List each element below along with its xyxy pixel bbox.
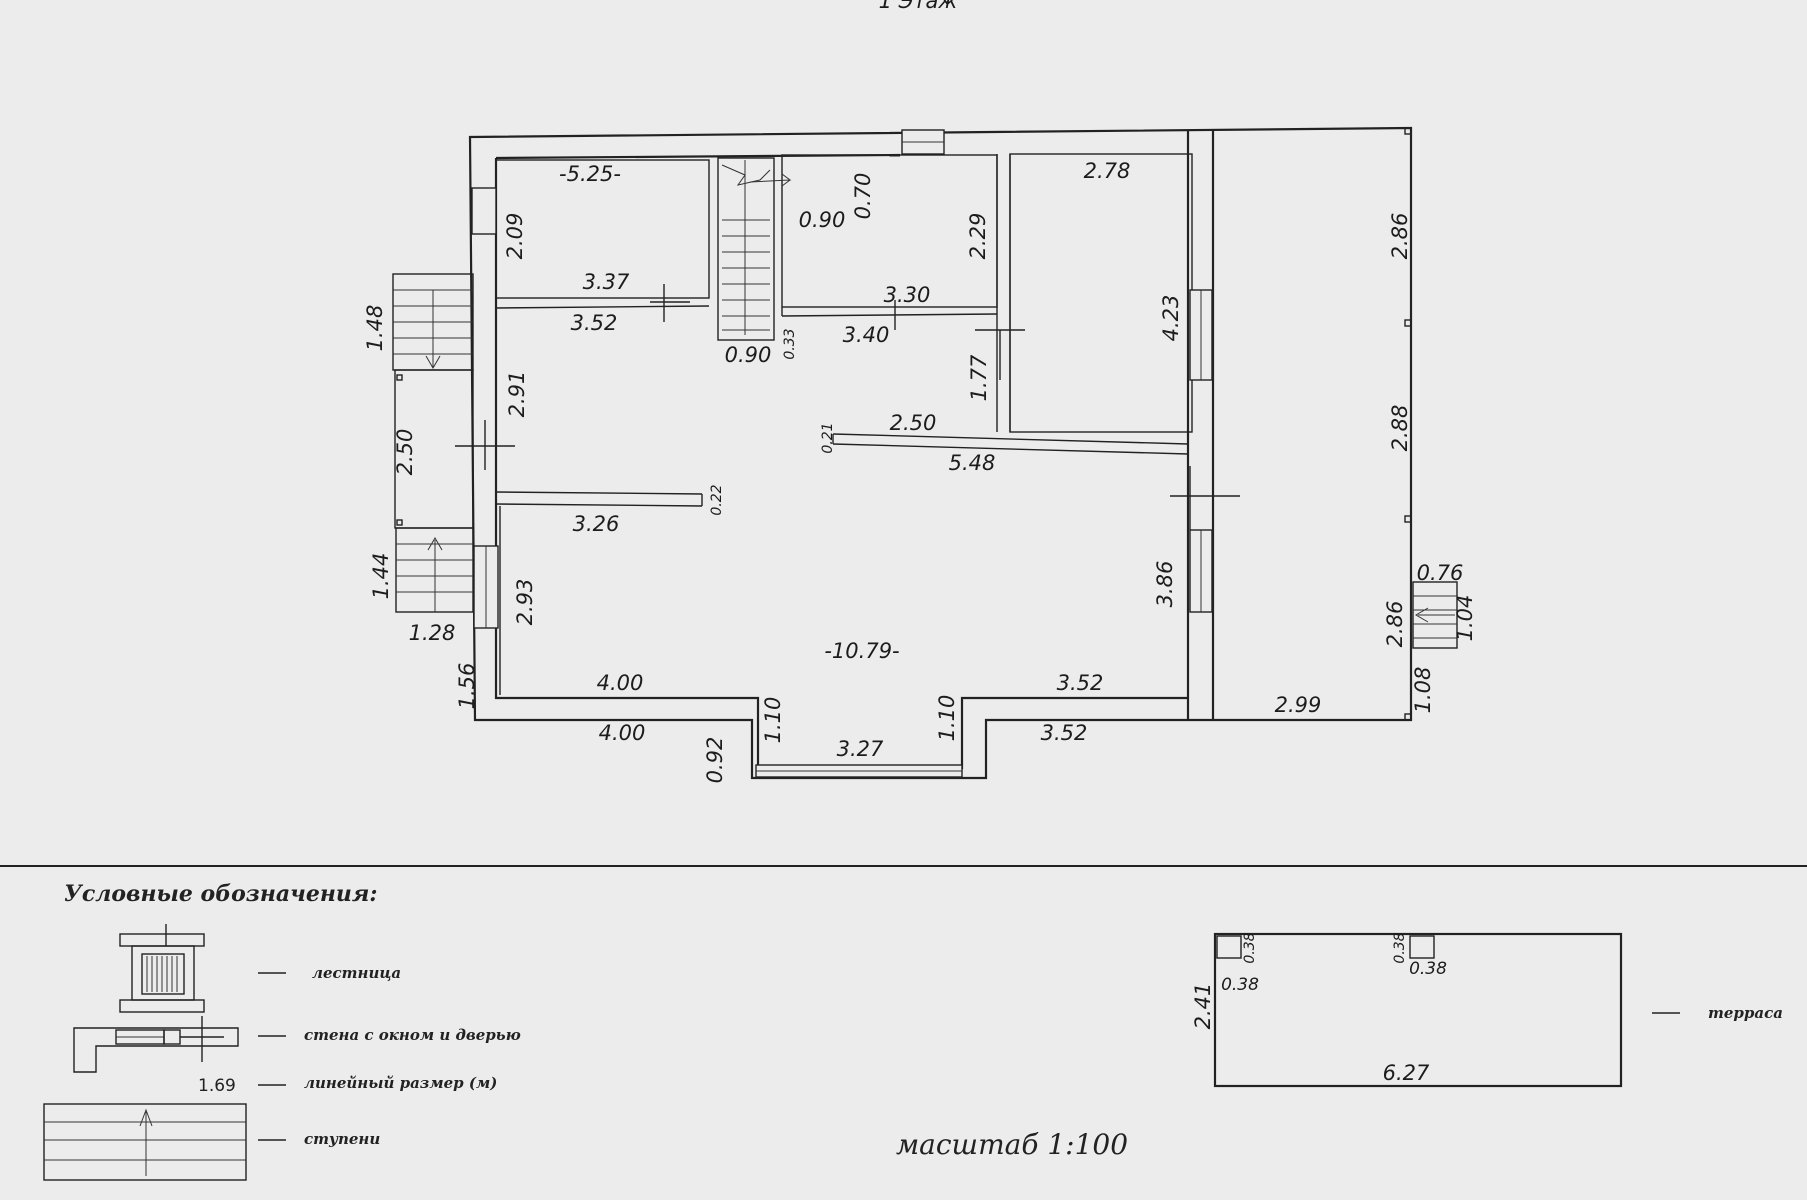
terrace-dim-0-38-a: 0.38 — [1242, 932, 1258, 963]
legend-steps-label: ступени — [304, 1130, 380, 1148]
dim-2-86-top: 2.86 — [1388, 213, 1412, 260]
dim-3-26: 3.26 — [573, 512, 620, 536]
dim-3-86: 3.86 — [1153, 561, 1177, 608]
dim-3-30: 3.30 — [884, 283, 931, 307]
dim-2-99: 2.99 — [1275, 693, 1322, 717]
terrace-dim-2-41: 2.41 — [1191, 983, 1215, 1030]
terrace-dim-0-38-c: 0.38 — [1392, 932, 1408, 963]
dim-2-91: 2.91 — [505, 371, 529, 418]
right-terrace-steps — [1412, 581, 1458, 649]
legend-linear-sample: 1.69 — [198, 1076, 236, 1096]
terrace-posts — [1404, 127, 1412, 721]
dim-2-29: 2.29 — [966, 213, 990, 260]
legend: Условные обозначения: лестница — [43, 881, 521, 1181]
dim-3-37: 3.37 — [583, 270, 630, 294]
dim-2-09: 2.09 — [503, 213, 527, 260]
floor-title: 1 Этаж — [879, 0, 958, 13]
legend-wall-icon — [73, 1016, 239, 1073]
dim-1-77: 1.77 — [967, 354, 991, 401]
dim-1-48: 1.48 — [363, 305, 387, 352]
left-porch-steps — [392, 273, 474, 613]
dim-2-88: 2.88 — [1388, 405, 1412, 452]
dim-0-90-a: 0.90 — [799, 208, 846, 232]
door-marks — [455, 284, 1240, 530]
dim-0-92: 0.92 — [703, 737, 727, 784]
terrace-dim-0-38-d: 0.38 — [1409, 959, 1447, 979]
dim-2-50-porch: 2.50 — [393, 429, 417, 476]
dim-5-48: 5.48 — [949, 451, 996, 475]
legend-title: Условные обозначения: — [64, 881, 378, 907]
terrace-plan: 0.38 0.38 0.38 0.38 2.41 6.27 терраса — [1191, 932, 1783, 1088]
dim-2-86-terr: 2.86 — [1383, 601, 1407, 648]
window-left-1 — [471, 187, 497, 235]
dim-1-44: 1.44 — [369, 553, 393, 600]
terrace-outline — [1213, 932, 1623, 1088]
dim-1-04: 1.04 — [1453, 595, 1477, 642]
dim-1-10-r: 1.10 — [935, 695, 959, 742]
dim-1-10-l: 1.10 — [761, 697, 785, 744]
legend-stairs-icon — [119, 924, 205, 1013]
floor-plan: -5.25- 2.09 3.37 3.52 0.70 0.90 2.29 3.3… — [363, 126, 1477, 784]
dim-0-70: 0.70 — [851, 173, 875, 220]
legend-linear-label: линейный размер (м) — [304, 1074, 497, 1092]
dim-5-25: -5.25- — [559, 162, 621, 186]
dim-0-33: 0.33 — [782, 328, 798, 359]
dim-10-79: -10.79- — [824, 639, 899, 663]
legend-wall-label: стена с окном и дверью — [304, 1026, 521, 1044]
dim-3-52-out: 3.52 — [1041, 721, 1088, 745]
dim-2-78: 2.78 — [1084, 159, 1131, 183]
dim-0-21: 0.21 — [820, 422, 836, 453]
terrace-label: терраса — [1708, 1004, 1783, 1022]
terrace-dim-0-38-b: 0.38 — [1221, 975, 1259, 995]
dim-3-40: 3.40 — [843, 323, 890, 347]
scale-label: масштаб 1:100 — [896, 1128, 1128, 1161]
internal-staircase — [717, 157, 792, 341]
legend-stairs-label: лестница — [312, 964, 401, 982]
dim-2-50-mid: 2.50 — [890, 411, 937, 435]
dim-4-23: 4.23 — [1159, 295, 1183, 342]
dim-1-28: 1.28 — [409, 621, 456, 645]
dim-4-00-out: 4.00 — [599, 721, 646, 745]
dim-4-00-in: 4.00 — [597, 671, 644, 695]
dim-1-56: 1.56 — [455, 663, 479, 710]
dim-3-27: 3.27 — [837, 737, 884, 761]
terrace-dim-6-27: 6.27 — [1383, 1061, 1430, 1085]
partition-5-48 — [832, 433, 1189, 455]
dim-0-22: 0.22 — [709, 484, 725, 515]
partition-3-26 — [495, 491, 703, 507]
dim-1-08: 1.08 — [1411, 667, 1435, 714]
dim-3-52-top: 3.52 — [571, 311, 618, 335]
dim-2-93: 2.93 — [513, 579, 537, 626]
legend-steps-icon — [43, 1103, 247, 1181]
room-top-right — [1009, 153, 1193, 433]
dim-3-52-in: 3.52 — [1057, 671, 1104, 695]
dim-0-90-b: 0.90 — [725, 343, 772, 367]
dim-0-76: 0.76 — [1417, 561, 1464, 585]
